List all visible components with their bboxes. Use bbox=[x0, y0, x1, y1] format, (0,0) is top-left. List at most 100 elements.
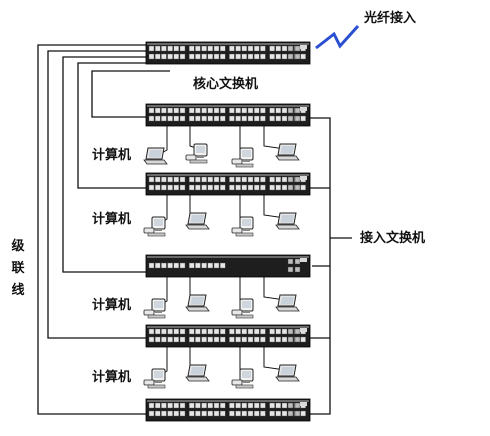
switch-port bbox=[195, 402, 201, 409]
switch-port bbox=[269, 328, 275, 335]
switch-port bbox=[260, 107, 266, 114]
switch-port bbox=[247, 184, 254, 191]
switch-port bbox=[195, 107, 201, 114]
switch-port bbox=[253, 53, 260, 60]
switch-port bbox=[219, 402, 226, 409]
core-switch bbox=[145, 41, 311, 65]
switch-port bbox=[154, 328, 161, 335]
switch-port bbox=[173, 184, 179, 191]
switch-port bbox=[167, 262, 173, 269]
switch-port bbox=[173, 53, 179, 60]
switch-port bbox=[154, 402, 161, 409]
laptop-icon bbox=[275, 143, 300, 161]
switch-port bbox=[281, 336, 288, 343]
switch-port bbox=[260, 402, 266, 409]
switch-port bbox=[207, 53, 213, 60]
uplink-port bbox=[294, 402, 301, 409]
switch-port bbox=[173, 107, 179, 114]
switch-port bbox=[161, 53, 167, 60]
switch-port bbox=[179, 115, 186, 122]
switch-port bbox=[229, 402, 235, 409]
computer-group-1 bbox=[143, 126, 300, 168]
switch-port bbox=[201, 402, 207, 409]
fiber-access-label: 光纤接入 bbox=[364, 11, 417, 26]
uplink-port bbox=[287, 402, 294, 409]
switch-port bbox=[161, 115, 167, 122]
switch-port bbox=[179, 45, 186, 52]
switch-port bbox=[260, 410, 266, 417]
switch-port bbox=[275, 402, 282, 409]
laptop-icon bbox=[275, 294, 300, 312]
computer-label-1: 计算机 bbox=[92, 148, 132, 163]
switch-port bbox=[173, 176, 179, 183]
switch-port bbox=[179, 410, 186, 417]
switch-port bbox=[235, 53, 241, 60]
switch-port bbox=[213, 176, 220, 183]
switch-port bbox=[241, 184, 248, 191]
uplink-port bbox=[287, 410, 294, 417]
uplink-port bbox=[294, 107, 301, 114]
cascade-line-2 bbox=[47, 50, 146, 339]
switch-port bbox=[229, 115, 235, 122]
switch-port bbox=[195, 262, 201, 269]
switch-port bbox=[213, 262, 220, 269]
switch-port bbox=[179, 176, 186, 183]
switch-port bbox=[247, 53, 254, 60]
switch-port bbox=[167, 107, 173, 114]
switch-port bbox=[179, 336, 186, 343]
switch-port bbox=[201, 45, 207, 52]
desktop-computer-icon bbox=[143, 368, 166, 389]
switch-port bbox=[179, 53, 186, 60]
switch-port bbox=[219, 45, 226, 52]
switch-port bbox=[154, 410, 161, 417]
switch-port bbox=[260, 328, 266, 335]
switch-port bbox=[247, 107, 254, 114]
switch-port bbox=[189, 410, 195, 417]
switch-port bbox=[201, 410, 207, 417]
desktop-computer-icon bbox=[143, 216, 166, 237]
switch-port bbox=[207, 410, 213, 417]
switch-port bbox=[275, 53, 282, 60]
cascade-line-label: 级联线 bbox=[11, 239, 25, 298]
desktop-computer-icon bbox=[143, 298, 166, 319]
switch-port bbox=[154, 115, 161, 122]
switch-port bbox=[219, 53, 226, 60]
switch-port bbox=[167, 328, 173, 335]
switch-port bbox=[154, 336, 161, 343]
desktop-computer-icon bbox=[231, 216, 254, 237]
switch-port bbox=[281, 107, 288, 114]
switch-port bbox=[167, 53, 173, 60]
switch-port bbox=[148, 336, 155, 343]
laptop-icon bbox=[275, 364, 300, 382]
switch-port bbox=[207, 176, 213, 183]
access-switch-3 bbox=[145, 254, 311, 278]
uplink-port bbox=[287, 184, 294, 191]
switch-port bbox=[167, 115, 173, 122]
switch-port bbox=[241, 107, 248, 114]
computer-label-2: 计算机 bbox=[92, 212, 132, 227]
switch-port bbox=[179, 402, 186, 409]
switch-port bbox=[173, 262, 179, 269]
switch-port bbox=[189, 45, 195, 52]
switch-port bbox=[235, 107, 241, 114]
switch-port bbox=[189, 53, 195, 60]
switch-port bbox=[269, 410, 275, 417]
uplink-port bbox=[287, 53, 294, 60]
switch-port bbox=[253, 410, 260, 417]
switch-port bbox=[161, 336, 167, 343]
switch-port bbox=[189, 262, 195, 269]
switch-port bbox=[167, 184, 173, 191]
switch-port bbox=[207, 328, 213, 335]
switch-port bbox=[281, 184, 288, 191]
laptop-icon bbox=[185, 294, 210, 312]
switch-port bbox=[269, 336, 275, 343]
switch-port bbox=[195, 336, 201, 343]
uplink-port bbox=[294, 410, 301, 417]
switch-port bbox=[275, 336, 282, 343]
cascade-line-1 bbox=[37, 44, 146, 415]
switch-port bbox=[207, 45, 213, 52]
switch-port bbox=[219, 176, 226, 183]
switch-port bbox=[207, 115, 213, 122]
switch-port bbox=[235, 336, 241, 343]
switch-port bbox=[189, 402, 195, 409]
